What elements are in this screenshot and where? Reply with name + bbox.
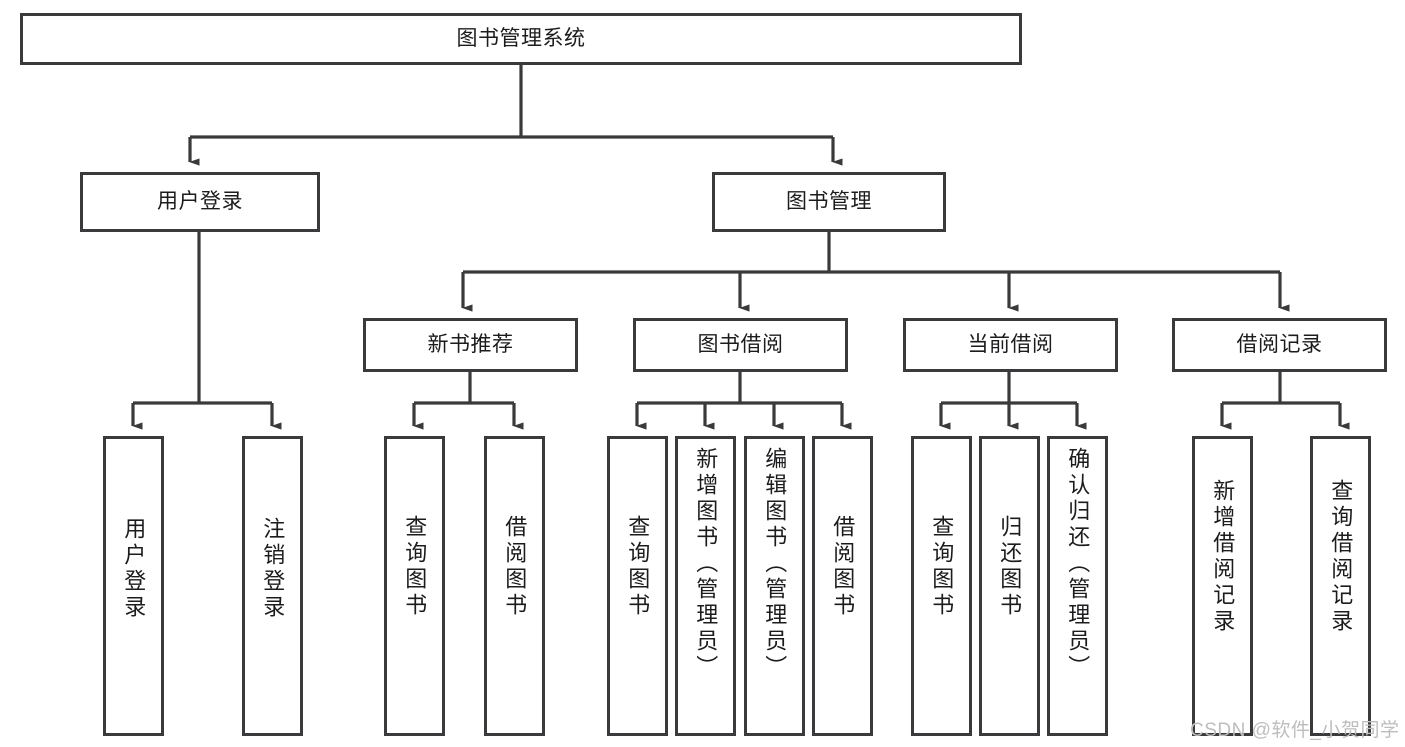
node-label: 查询图书 [625,515,651,619]
node-label: 借阅图书 [830,515,856,619]
node-leaf-confirm-return-admin[interactable]: 确认归还（管理员） [1047,436,1108,736]
node-leaf-query-book-2[interactable]: 查询图书 [607,436,668,736]
node-leaf-user-login[interactable]: 用户登录 [103,436,164,736]
node-label: 用户登录 [121,517,147,621]
node-label: 图书管理 [786,189,872,213]
node-leaf-add-book-admin[interactable]: 新增图书（管理员） [675,436,736,736]
node-leaf-return-book[interactable]: 归还图书 [979,436,1040,736]
node-label: 查询借阅记录 [1328,479,1354,635]
node-label: 归还图书 [997,515,1023,619]
node-label: 新书推荐 [427,332,514,356]
node-label: 编辑图书（管理员） [762,447,788,681]
node-user-login[interactable]: 用户登录 [80,172,320,232]
csdn-watermark: CSDN @软件_小贺同学 [1190,720,1400,741]
node-label: 查询图书 [929,515,955,619]
node-label: 当前借阅 [967,332,1054,356]
node-label: 用户登录 [157,189,243,213]
node-label: 借阅图书 [502,515,528,619]
node-label: 确认归还（管理员） [1065,447,1091,681]
node-leaf-edit-book-admin[interactable]: 编辑图书（管理员） [744,436,805,736]
node-label: 新增借阅记录 [1210,479,1236,635]
node-book-management-system[interactable]: 图书管理系统 [20,13,1022,65]
node-label: 借阅记录 [1236,332,1323,356]
node-leaf-query-borrow-record[interactable]: 查询借阅记录 [1310,436,1371,736]
node-book-borrow[interactable]: 图书借阅 [633,318,848,372]
node-borrow-record[interactable]: 借阅记录 [1172,318,1387,372]
node-leaf-add-borrow-record[interactable]: 新增借阅记录 [1192,436,1253,736]
node-leaf-logout-login[interactable]: 注销登录 [242,436,303,736]
node-label: 查询图书 [402,515,428,619]
node-leaf-borrow-book-1[interactable]: 借阅图书 [484,436,545,736]
node-leaf-query-book-3[interactable]: 查询图书 [911,436,972,736]
node-label: 图书管理系统 [456,26,586,50]
node-leaf-query-book-1[interactable]: 查询图书 [384,436,445,736]
node-new-book-recommend[interactable]: 新书推荐 [363,318,578,372]
node-leaf-borrow-book-2[interactable]: 借阅图书 [812,436,873,736]
node-label: 图书借阅 [697,332,784,356]
node-label: 新增图书（管理员） [693,447,719,681]
node-label: 注销登录 [260,517,286,621]
node-book-management[interactable]: 图书管理 [712,172,946,232]
node-current-borrow[interactable]: 当前借阅 [903,318,1118,372]
